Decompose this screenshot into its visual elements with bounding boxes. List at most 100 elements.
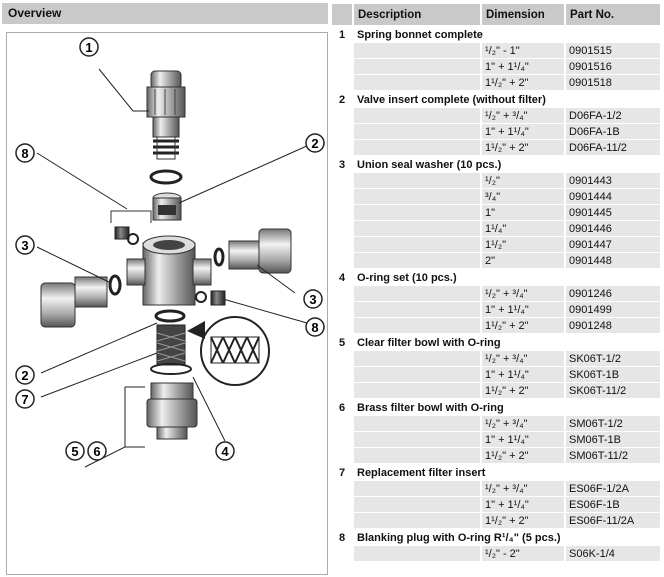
item-description-cell (354, 108, 480, 123)
svg-text:1: 1 (85, 40, 92, 55)
item-description-cell (354, 59, 480, 74)
item-description-cell (354, 318, 480, 333)
item-row: 1" + 1¹/₄"SM06T-1B (332, 432, 660, 447)
item-part-number: 0901515 (566, 43, 660, 58)
filter-insert (150, 324, 192, 375)
item-part-number: 0901516 (566, 59, 660, 74)
item-part-number: 0901446 (566, 221, 660, 236)
item-description-cell (354, 75, 480, 90)
item-part-number: ES06F-1B (566, 497, 660, 512)
item-part-number: 0901499 (566, 302, 660, 317)
seal-washer-bottom (154, 309, 186, 323)
item-dimension: 1" + 1¹/₄" (482, 432, 564, 447)
group-number: 3 (338, 158, 346, 171)
item-dimension: 1¹/₂" + 2" (482, 448, 564, 463)
group-number: 2 (338, 93, 346, 106)
overview-header: Overview (2, 3, 328, 24)
item-row: ¹/₂" + ³/₄"0901246 (332, 286, 660, 301)
item-part-number: SM06T-1/2 (566, 416, 660, 431)
item-description-cell (354, 140, 480, 155)
group-number: 7 (338, 466, 346, 479)
item-row: 1¹/₂" + 2"0901518 (332, 75, 660, 90)
callout-3-left: 3 (15, 235, 35, 255)
item-row: ¹/₂" - 1"0901515 (332, 43, 660, 58)
item-row: 2"0901448 (332, 253, 660, 268)
group-title: Clear filter bowl with O-ring (357, 336, 501, 349)
item-dimension: 1" + 1¹/₄" (482, 302, 564, 317)
callout-8-top: 8 (15, 143, 35, 163)
group-title: Spring bonnet complete (357, 28, 483, 41)
item-row: ¹/₂" + ³/₄"SK06T-1/2 (332, 351, 660, 366)
item-part-number: ES06F-1/2A (566, 481, 660, 496)
item-dimension: 1¹/₂" + 2" (482, 383, 564, 398)
filter-mesh-detail (187, 316, 270, 386)
item-row: 1" + 1¹/₄"0901516 (332, 59, 660, 74)
item-dimension: 2" (482, 253, 564, 268)
item-row: ¹/₂" + ³/₄"D06FA-1/2 (332, 108, 660, 123)
item-part-number: SK06T-1B (566, 367, 660, 382)
item-part-number: 0901444 (566, 189, 660, 204)
item-description-cell (354, 546, 480, 561)
item-dimension: 1¹/₂" (482, 237, 564, 252)
item-row: 1¹/₂" + 2"D06FA-11/2 (332, 140, 660, 155)
union-left (40, 274, 122, 328)
item-dimension: 1" + 1¹/₄" (482, 59, 564, 74)
group-row: 7 Replacement filter insert (332, 464, 660, 480)
item-part-number: SK06T-1/2 (566, 351, 660, 366)
item-part-number: D06FA-1B (566, 124, 660, 139)
callout-6: 6 (87, 441, 107, 461)
item-part-number: 0901447 (566, 237, 660, 252)
col-part-no: Part No. (566, 4, 660, 25)
valve-insert (152, 192, 182, 221)
group-row: 5 Clear filter bowl with O-ring (332, 334, 660, 350)
leader-lines (36, 68, 310, 468)
blanking-plug-bottom (195, 290, 226, 306)
item-part-number: D06FA-1/2 (566, 108, 660, 123)
item-dimension: ³/₄" (482, 189, 564, 204)
item-description-cell (354, 237, 480, 252)
group-number: 8 (338, 531, 346, 544)
item-dimension: ¹/₂" - 1" (482, 43, 564, 58)
item-description-cell (354, 253, 480, 268)
item-dimension: 1¹/₂" + 2" (482, 140, 564, 155)
exploded-view-drawing: 1 2 8 3 3 8 2 7 5 6 4 (15, 37, 325, 468)
item-description-cell (354, 189, 480, 204)
item-description-cell (354, 367, 480, 382)
svg-text:6: 6 (93, 444, 100, 459)
group-title: Blanking plug with O-ring R¹/₄" (5 pcs.) (357, 531, 561, 544)
item-row: 1" + 1¹/₄"0901499 (332, 302, 660, 317)
overview-title: Overview (8, 6, 62, 20)
item-dimension: 1¹/₂" + 2" (482, 513, 564, 528)
col-description: Description (354, 4, 480, 25)
item-description-cell (354, 416, 480, 431)
callout-4: 4 (215, 441, 235, 461)
item-part-number: S06K-1/4 (566, 546, 660, 561)
seal-washer-top (149, 169, 183, 185)
item-dimension: 1¹/₄" (482, 221, 564, 236)
group-number: 5 (338, 336, 346, 349)
group-title: Replacement filter insert (357, 466, 486, 479)
item-row: 1¹/₄"0901446 (332, 221, 660, 236)
item-dimension: 1¹/₂" + 2" (482, 318, 564, 333)
svg-text:8: 8 (311, 320, 318, 335)
item-dimension: ¹/₂" (482, 173, 564, 188)
parts-table-header: Description Dimension Part No. (332, 4, 660, 25)
item-row: ¹/₂" + ³/₄"ES06F-1/2A (332, 481, 660, 496)
group-title: O-ring set (10 pcs.) (357, 271, 457, 284)
item-row: ¹/₂" - 2"S06K-1/4 (332, 546, 660, 561)
item-dimension: ¹/₂" + ³/₄" (482, 351, 564, 366)
callout-2-top: 2 (305, 133, 325, 153)
callout-2-bottom: 2 (15, 365, 35, 385)
item-description-cell (354, 432, 480, 447)
item-part-number: SK06T-11/2 (566, 383, 660, 398)
group-number: 6 (338, 401, 346, 414)
callout-5: 5 (65, 441, 85, 461)
item-description-cell (354, 286, 480, 301)
item-row: 1¹/₂" + 2"ES06F-11/2A (332, 513, 660, 528)
